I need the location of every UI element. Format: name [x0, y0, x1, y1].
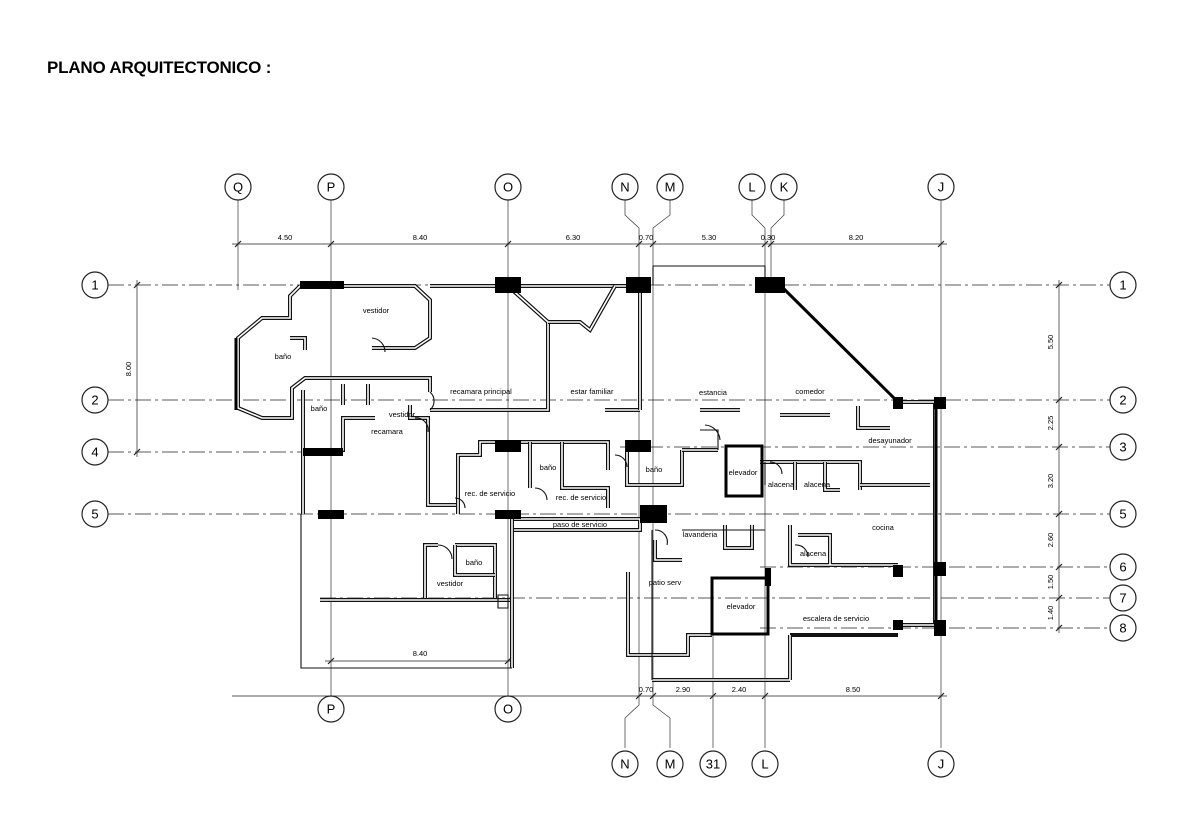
room-desayunador: desayunador: [868, 436, 912, 445]
grid-label-row-4-left: 4: [91, 445, 98, 460]
thin-outlines: [300, 265, 809, 680]
room-alacena-2: alacena: [804, 480, 831, 489]
dim-bottom-2: 2.90: [676, 685, 691, 694]
grid-label-j-bottom: J: [938, 757, 945, 772]
room-rec-servicio-2: rec. de servicio: [556, 493, 606, 502]
dim-top-7: 8.20: [849, 233, 864, 242]
dimension-labels: 4.50 8.40 6.30 0.70 5.30 0.30 8.20 0.70 …: [124, 233, 1055, 694]
grid-label-row-5-left: 5: [91, 507, 98, 522]
grid-label-j: J: [938, 180, 945, 195]
grid-label-n-bottom: N: [620, 757, 629, 772]
room-vestidor-2: vestidor: [389, 410, 416, 419]
room-vestidor-3: vestidor: [437, 579, 464, 588]
room-estar-familiar: estar familiar: [571, 387, 614, 396]
grid-label-m: M: [665, 180, 676, 195]
grid-label-o: O: [503, 180, 513, 195]
dim-bottom-4: 8.50: [846, 685, 861, 694]
dim-top-5: 5.30: [702, 233, 717, 242]
room-bano-principal: baño: [275, 352, 292, 361]
grid-label-q: Q: [233, 180, 243, 195]
room-escalera-servicio: escalera de servicio: [803, 614, 869, 623]
grid-label-k: K: [780, 180, 789, 195]
grid-label-row-8-right: 8: [1119, 621, 1126, 636]
grid-label-n: N: [620, 180, 629, 195]
grid-label-row-3-right: 3: [1119, 440, 1126, 455]
room-alacena-1: alacena: [768, 480, 795, 489]
dim-top-3: 6.30: [566, 233, 581, 242]
grid-label-row-7-right: 7: [1119, 591, 1126, 606]
room-bano-5: baño: [466, 558, 483, 567]
grid-label-p-bottom: P: [327, 702, 336, 717]
dim-right-3: 3.20: [1046, 474, 1055, 489]
grid-label-row-2-left: 2: [91, 393, 98, 408]
dim-top-4: 0.70: [639, 233, 654, 242]
dim-bottom-3: 2.40: [732, 685, 747, 694]
room-rec-servicio-1: rec. de servicio: [465, 489, 515, 498]
room-recamara-principal: recamara principal: [450, 387, 512, 396]
room-vestidor-principal: vestidor: [363, 306, 390, 315]
dim-top-2: 8.40: [413, 233, 428, 242]
grid-label-31-bottom: 31: [706, 757, 720, 772]
room-bano-4: baño: [646, 465, 663, 474]
dim-lower-left: 8.40: [413, 649, 428, 658]
grid-bubbles-left: 1 2 4 5: [81, 271, 109, 528]
grid-label-row-1-left: 1: [91, 278, 98, 293]
grid-label-p: P: [327, 180, 336, 195]
dim-right-4: 2.60: [1046, 533, 1055, 548]
grid-label-m-bottom: M: [665, 757, 676, 772]
grid-bubbles-right: 1 2 3 5 6 7 8: [1109, 271, 1137, 642]
grid-label-row-6-right: 6: [1119, 560, 1126, 575]
room-bano-2: baño: [311, 404, 328, 413]
room-recamara: recamara: [371, 427, 404, 436]
dimension-lines: [133, 240, 1063, 700]
dim-right-6: 1.40: [1046, 606, 1055, 621]
heavy-elements: [234, 283, 938, 636]
grid-bubbles-bottom: P O N M 31 L J: [317, 695, 955, 778]
room-elevador-2: elevador: [727, 602, 756, 611]
grid-label-l-bottom: L: [761, 757, 768, 772]
dim-top-1: 4.50: [278, 233, 293, 242]
room-lavanderia: lavanderia: [683, 530, 718, 539]
room-cocina: cocina: [872, 523, 895, 532]
grid-label-l: L: [748, 180, 755, 195]
room-comedor: comedor: [795, 387, 825, 396]
dim-right-5: 1.50: [1046, 575, 1055, 590]
dim-bottom-1: 0.70: [639, 685, 654, 694]
dim-top-6: 0.30: [761, 233, 776, 242]
room-patio-serv: patio serv: [649, 578, 682, 587]
grid-label-row-2-right: 2: [1119, 393, 1126, 408]
grid-label-row-1-right: 1: [1119, 278, 1126, 293]
dim-left-side: 8.00: [124, 362, 133, 377]
grid-label-o-bottom: O: [503, 702, 513, 717]
room-bano-servicio: baño: [540, 463, 557, 472]
structural-columns: [300, 277, 946, 636]
column-axes: [237, 200, 942, 748]
room-elevador-1: elevador: [729, 468, 758, 477]
walls: [236, 284, 937, 682]
room-paso-servicio: paso de servicio: [553, 520, 607, 529]
room-labels: vestidor baño baño vestidor recamara rec…: [275, 306, 913, 623]
room-alacena-3: alacena: [800, 549, 827, 558]
page-title: PLANO ARQUITECTONICO :: [47, 58, 272, 77]
room-estancia: estancia: [699, 388, 728, 397]
grid-label-row-5-right: 5: [1119, 507, 1126, 522]
dim-right-1: 5.50: [1046, 335, 1055, 350]
grid-bubbles-top: Q P O N M L K J: [224, 173, 955, 201]
dim-right-2: 2.25: [1046, 416, 1055, 431]
